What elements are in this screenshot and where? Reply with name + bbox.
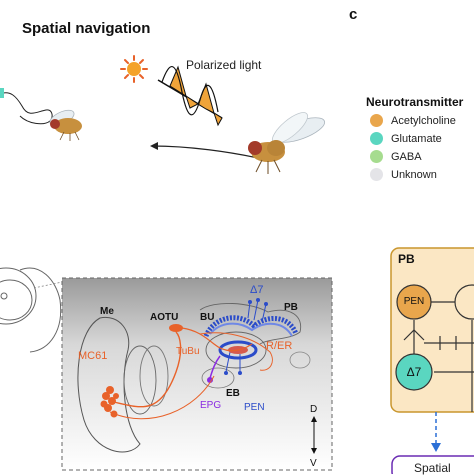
- label-ventral: V: [310, 458, 317, 469]
- unknown-swatch: [370, 168, 383, 181]
- gaba-swatch: [370, 150, 383, 163]
- label-aotu: AOTU: [150, 312, 179, 323]
- spatial-output-label: Spatial: [414, 461, 451, 475]
- brain-outline-left: [0, 267, 62, 353]
- tether-line: [0, 92, 53, 125]
- panel-a-title: Spatial navigation: [22, 20, 151, 37]
- label-pb: PB: [284, 302, 298, 313]
- flight-path-arrow: [151, 145, 259, 159]
- legend-item-unknown: Unknown: [370, 168, 437, 181]
- fly-right-icon: [248, 112, 326, 174]
- legend-title: Neurotransmitter: [366, 95, 464, 109]
- pen-node-label: PEN: [403, 296, 425, 307]
- pb-box-label: PB: [398, 252, 415, 266]
- spatial-output-box: [391, 455, 474, 474]
- label-tubu: TuBu: [176, 346, 200, 357]
- label-rer: R/ER: [266, 340, 293, 352]
- label-epg: EPG: [200, 400, 222, 411]
- output-arrow-head: [431, 443, 441, 452]
- legend-item-glutamate: Glutamate: [370, 132, 442, 145]
- label-bu: BU: [200, 312, 215, 323]
- legend-label: GABA: [391, 150, 422, 163]
- arrow-head: [150, 142, 158, 150]
- label-pen: PEN: [244, 402, 265, 413]
- label-mc61: MC61: [78, 350, 108, 362]
- delta7-node-label: Δ7: [406, 365, 422, 379]
- legend-label: Acetylcholine: [391, 114, 456, 127]
- polarized-light-wave-icon: [157, 65, 223, 127]
- pb-circuit-box: [390, 247, 474, 413]
- legend-label: Unknown: [391, 168, 437, 181]
- panel-c-letter: c: [349, 6, 358, 23]
- fly-left-icon: [49, 109, 82, 141]
- polarized-light-label: Polarized light: [186, 58, 262, 72]
- label-delta7: Δ7: [250, 284, 264, 296]
- legend-item-acetylcholine: Acetylcholine: [370, 114, 456, 127]
- label-eb: EB: [226, 388, 240, 399]
- label-me: Me: [100, 306, 114, 317]
- acetylcholine-swatch: [370, 114, 383, 127]
- brain-zoom-box: [61, 277, 333, 471]
- stimulus-edge: [0, 88, 4, 98]
- label-dorsal: D: [310, 404, 318, 415]
- legend-item-gaba: GABA: [370, 150, 422, 163]
- glutamate-swatch: [370, 132, 383, 145]
- legend-label: Glutamate: [391, 132, 442, 145]
- zoom-guide-line: [33, 281, 63, 289]
- sun-icon: [120, 55, 148, 83]
